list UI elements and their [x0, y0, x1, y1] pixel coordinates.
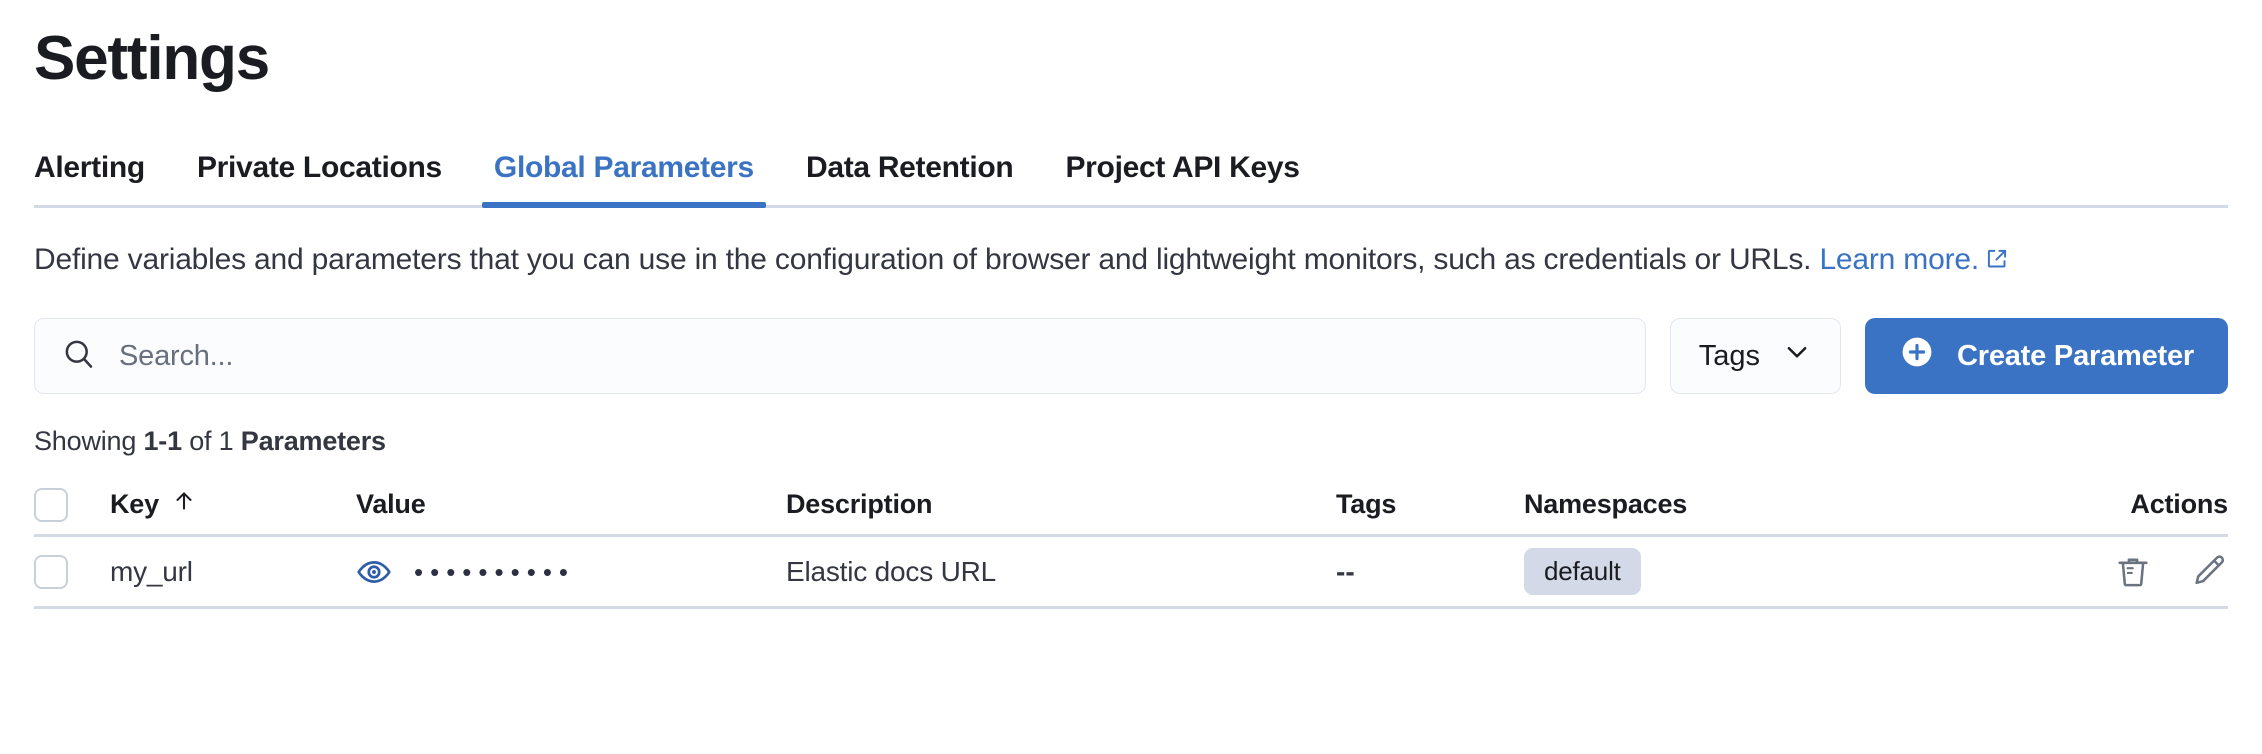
cell-namespaces: default [1524, 548, 2028, 596]
parameters-table: Key Value Description Tags Namespaces [34, 475, 2228, 610]
column-header-namespaces-label: Namespaces [1524, 489, 1688, 520]
select-all-checkbox[interactable] [34, 487, 68, 522]
column-header-actions-label: Actions [2130, 489, 2228, 520]
tab-project-api-keys[interactable]: Project API Keys [1065, 151, 1300, 184]
cell-description: Elastic docs URL [786, 555, 996, 587]
cell-value: •••••••••• [356, 554, 786, 590]
column-header-namespaces: Namespaces [1524, 489, 2028, 520]
showing-middle: of 1 [181, 426, 241, 457]
row-select-checkbox[interactable] [34, 554, 68, 589]
showing-entity: Parameters [240, 426, 386, 457]
trash-icon[interactable] [2114, 553, 2152, 591]
row-checkbox-cell [34, 554, 110, 589]
cell-key: my_url [110, 555, 193, 587]
external-link-icon [1985, 240, 2009, 284]
chevron-down-icon [1782, 337, 1812, 375]
tab-private-locations[interactable]: Private Locations [196, 151, 442, 184]
pencil-icon[interactable] [2190, 553, 2228, 591]
tab-global-parameters[interactable]: Global Parameters [468, 151, 780, 208]
tab-data-retention[interactable]: Data Retention [805, 151, 1014, 184]
page-description: Define variables and parameters that you… [34, 238, 2214, 284]
showing-range: 1-1 [143, 426, 182, 457]
column-header-key[interactable]: Key [110, 488, 356, 521]
search-icon [61, 336, 97, 377]
column-header-tags-label: Tags [1336, 489, 1397, 520]
cell-actions [2028, 553, 2228, 591]
column-header-actions: Actions [2028, 489, 2228, 520]
column-header-value: Value [356, 489, 786, 520]
table-header-row: Key Value Description Tags Namespaces [34, 475, 2228, 538]
tags-filter-button[interactable]: Tags [1669, 318, 1841, 395]
results-count: Showing 1-1 of 1 Parameters [34, 426, 2228, 457]
filter-controls: Search... Tags Create Parameter [34, 318, 2228, 395]
column-header-value-label: Value [356, 489, 426, 520]
description-text: Define variables and parameters that you… [34, 243, 1820, 276]
learn-more-link[interactable]: Learn more. [1819, 243, 1979, 276]
search-input[interactable]: Search... [34, 318, 1646, 395]
page-title: Settings [34, 24, 270, 93]
table-row: my_url •••••••••• Elastic docs URL -- de… [34, 537, 2228, 610]
cell-tags: -- [1336, 555, 1355, 587]
column-header-tags: Tags [1336, 489, 1524, 520]
namespace-badge: default [1524, 548, 1641, 596]
select-all-checkbox-cell [34, 487, 110, 522]
settings-tabs: Alerting Private Locations Global Parame… [34, 134, 2228, 208]
arrow-up-icon [171, 488, 197, 521]
column-header-description-label: Description [786, 489, 933, 520]
plus-circle-icon [1899, 334, 1935, 378]
eye-icon[interactable] [356, 554, 392, 590]
showing-prefix: Showing [34, 426, 144, 457]
masked-value: •••••••••• [414, 556, 576, 587]
column-header-description: Description [786, 489, 1336, 520]
tags-filter-label: Tags [1698, 339, 1760, 372]
tab-alerting[interactable]: Alerting [34, 151, 145, 184]
column-header-key-label: Key [110, 489, 159, 520]
search-placeholder: Search... [119, 339, 234, 372]
create-parameter-button[interactable]: Create Parameter [1865, 318, 2228, 395]
create-parameter-label: Create Parameter [1957, 339, 2194, 372]
